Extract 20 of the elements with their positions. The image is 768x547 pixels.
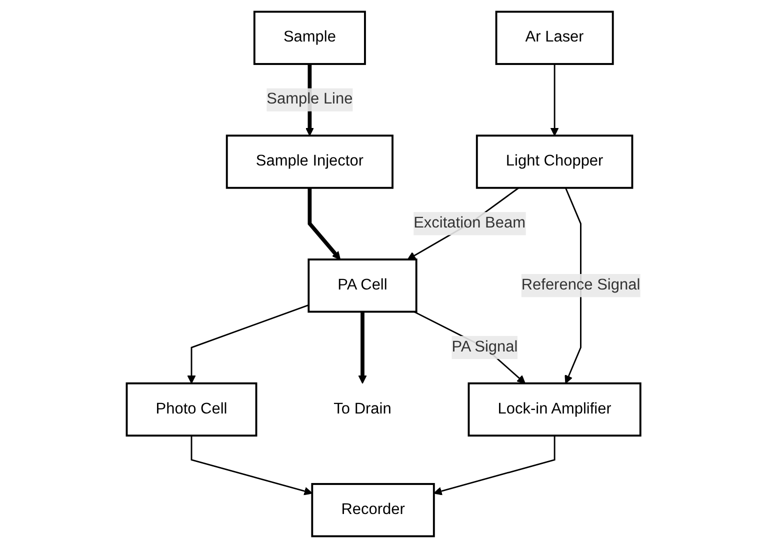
edge-label: Reference Signal <box>522 276 641 293</box>
arrow <box>358 311 368 384</box>
arrow <box>191 435 313 495</box>
arrow <box>434 435 556 495</box>
node-box: Sample Injector <box>226 134 394 188</box>
node-box: Photo Cell <box>126 382 258 436</box>
node-text: To Drain <box>334 400 392 417</box>
arrow <box>414 310 526 384</box>
node-box: Ar Laser <box>496 10 614 64</box>
arrow <box>188 304 310 384</box>
edge-label: PA Signal <box>452 338 518 355</box>
edge-label: Sample Line <box>267 90 354 108</box>
node-box: Recorder <box>312 482 436 537</box>
node-box: Sample <box>254 10 366 64</box>
arrow <box>308 187 342 260</box>
edge-label: Excitation Beam <box>414 214 526 231</box>
node-box: Lock-in Amplifier <box>468 382 642 436</box>
node-box: PA Cell <box>308 258 418 312</box>
node-box: Light Chopper <box>476 134 634 188</box>
arrow <box>550 64 560 136</box>
